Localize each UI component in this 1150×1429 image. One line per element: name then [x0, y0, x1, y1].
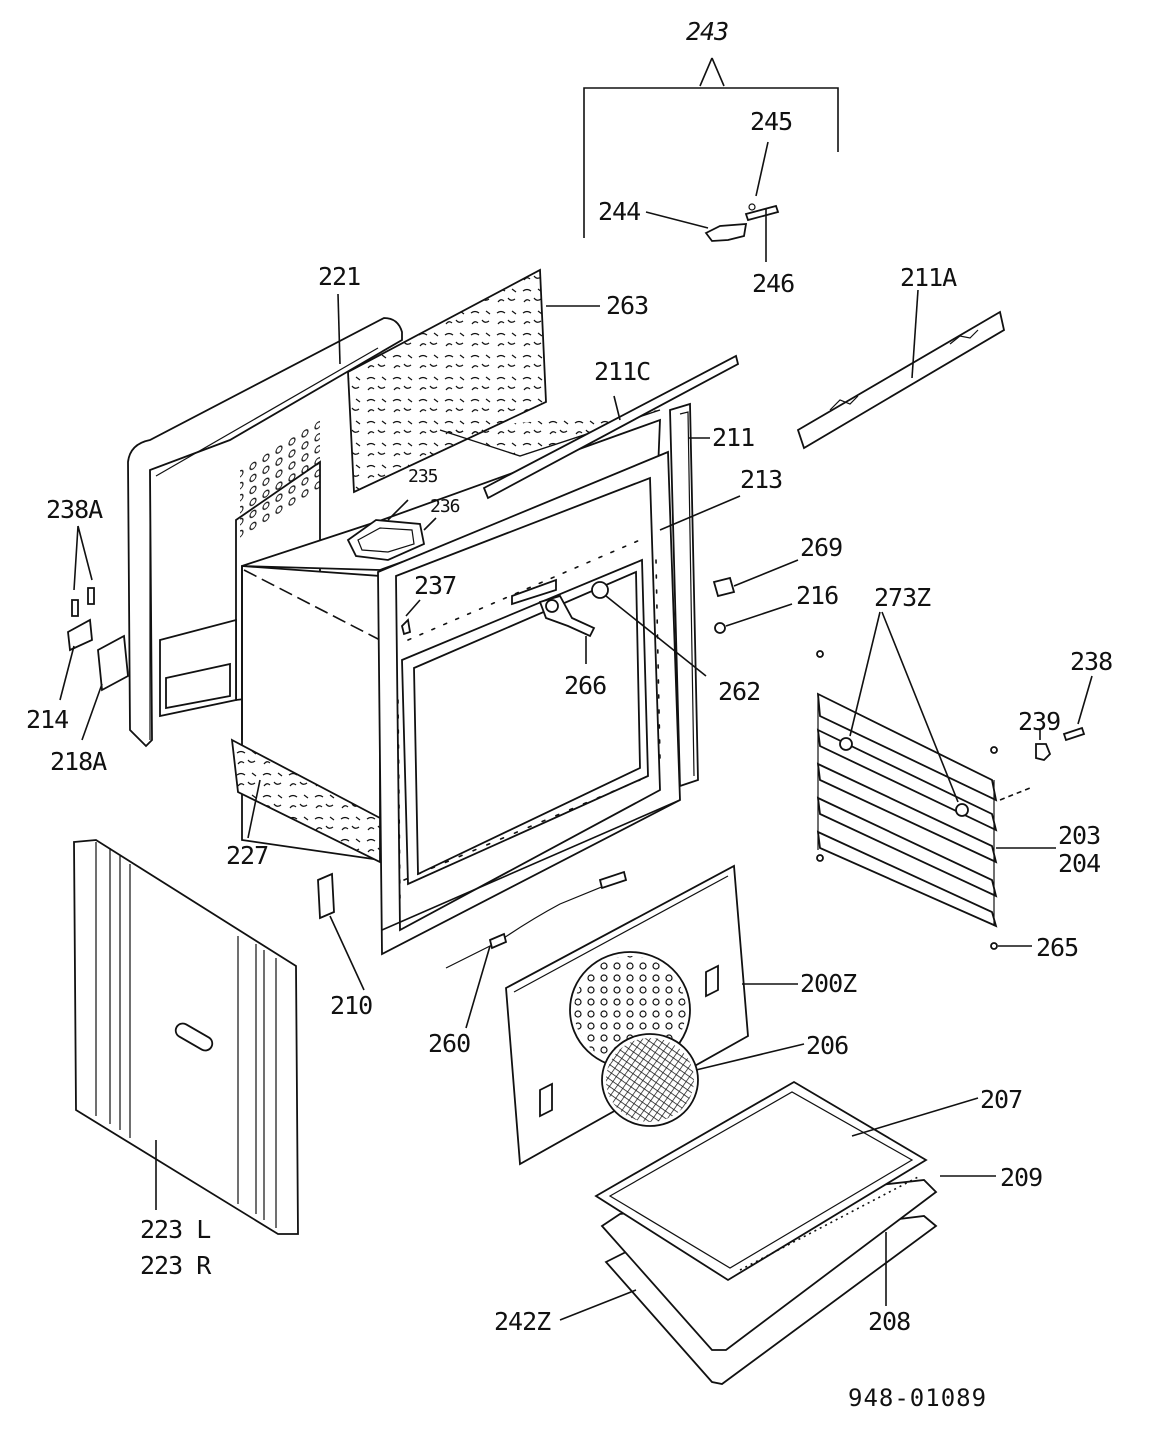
- label-246: 246: [752, 269, 794, 298]
- label-214: 214: [26, 705, 68, 734]
- insulation-227: [230, 738, 381, 864]
- label-238: 238: [1070, 647, 1112, 676]
- fixings-269-216: [712, 559, 799, 634]
- label-265: 265: [1036, 933, 1078, 962]
- side-rack-203-204: [816, 611, 1056, 950]
- label-237: 237: [414, 571, 456, 600]
- label-209: 209: [1000, 1163, 1042, 1192]
- label-216: 216: [796, 581, 838, 610]
- reference-code: 948-01089: [848, 1384, 987, 1412]
- label-263: 263: [606, 291, 648, 320]
- strip-211A: [796, 289, 1006, 450]
- label-260: 260: [428, 1029, 470, 1058]
- label-235: 235: [408, 466, 438, 487]
- label-236: 236: [430, 496, 460, 517]
- label-200Z: 200Z: [800, 969, 857, 998]
- insulation-panel-263: [347, 268, 600, 494]
- lamp-235-236: [346, 499, 437, 561]
- label-206: 206: [806, 1031, 848, 1060]
- label-213: 213: [740, 465, 782, 494]
- part-group-243: [583, 57, 839, 262]
- label-223R: 223 R: [140, 1251, 212, 1280]
- label-239: 239: [1018, 707, 1060, 736]
- label-245: 245: [750, 107, 792, 136]
- label-223L: 223 L: [140, 1215, 210, 1244]
- filter-206: [601, 1033, 805, 1127]
- front-frame-211: [377, 354, 741, 956]
- oven-cavity-body: [241, 409, 661, 862]
- label-208: 208: [868, 1307, 910, 1336]
- probe-260: [445, 870, 628, 1029]
- label-242Z: 242Z: [494, 1307, 551, 1336]
- label-273Z: 273Z: [874, 583, 931, 612]
- fixings-238-239: [1035, 675, 1093, 761]
- label-204: 204: [1058, 849, 1100, 878]
- label-210: 210: [330, 991, 372, 1020]
- label-244: 244: [598, 197, 640, 226]
- label-243: 243: [686, 17, 728, 46]
- label-262: 262: [718, 677, 760, 706]
- label-266: 266: [564, 671, 606, 700]
- trays-207-209-208-242Z: [559, 1080, 996, 1385]
- label-207: 207: [980, 1085, 1022, 1114]
- label-227: 227: [226, 841, 268, 870]
- label-203: 203: [1058, 821, 1100, 850]
- label-221: 221: [318, 262, 360, 291]
- label-218A: 218A: [50, 747, 107, 776]
- hinge-parts-214-218A-238A: [59, 525, 129, 741]
- label-269: 269: [800, 533, 842, 562]
- label-211A: 211A: [900, 263, 957, 292]
- label-238A: 238A: [46, 495, 103, 524]
- label-211C: 211C: [594, 357, 650, 386]
- label-211: 211: [712, 423, 754, 452]
- part-210: [317, 872, 365, 991]
- door-panel-223: [73, 839, 299, 1235]
